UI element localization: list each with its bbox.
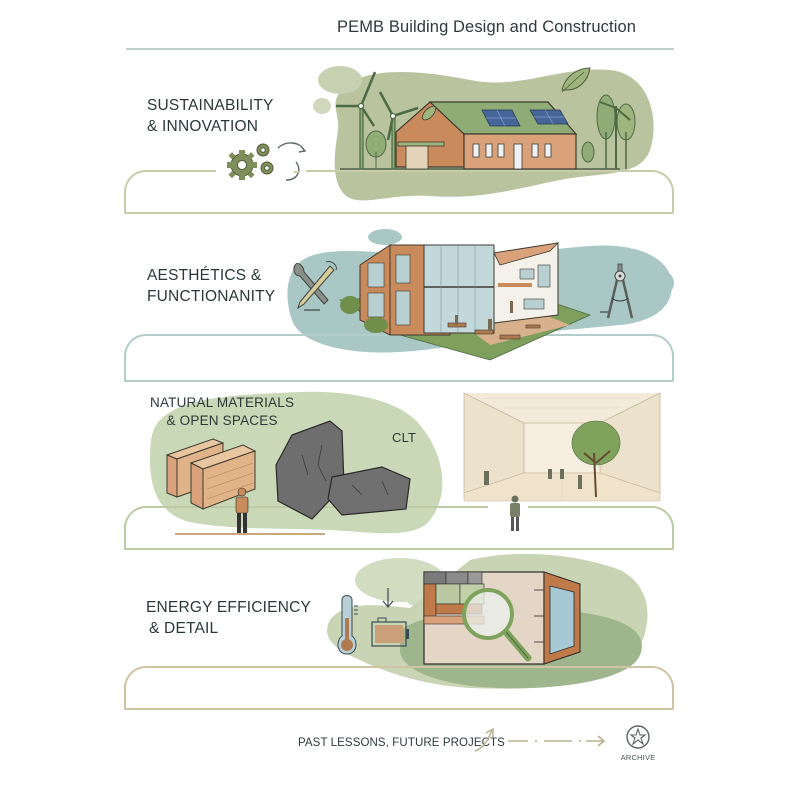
- cycle-arrow-icon: [277, 142, 307, 181]
- archive-button[interactable]: ARCHIVE: [618, 724, 658, 768]
- modern-building-illustration: [338, 242, 592, 361]
- timber-beam-icon: [165, 438, 257, 510]
- wall-section-illustration: [423, 571, 581, 665]
- person-icon: [510, 495, 520, 531]
- aesthetics-panel: [124, 354, 674, 382]
- leaf-icon: [561, 67, 591, 93]
- ground-line: [175, 533, 325, 535]
- magnifier-icon: [462, 588, 532, 662]
- energy-panel: [124, 684, 674, 710]
- clt-label: CLT: [392, 430, 417, 445]
- stone-block-icon: [275, 420, 411, 520]
- wrench-pencil-icon: [293, 261, 337, 311]
- wrench-icon: [293, 263, 329, 305]
- person-icon: [235, 487, 249, 533]
- thermometer-icon: [337, 595, 358, 655]
- title-divider: [126, 48, 674, 50]
- battery-icon: [371, 617, 409, 647]
- page-title: PEMB Building Design and Construction: [337, 18, 637, 36]
- archive-label: ARCHIVE: [620, 753, 656, 762]
- pencil-icon: [297, 265, 335, 310]
- archive-star-icon: [626, 725, 650, 749]
- dash-dot-arrow-icon: [508, 735, 606, 747]
- curved-arrow-icon: [474, 727, 494, 752]
- section-title-materials: NATURAL MATERIALS & OPEN SPACES: [150, 395, 295, 428]
- materials-panel: [124, 524, 674, 550]
- atrium-illustration: [463, 392, 661, 502]
- down-arrow-icon: [382, 588, 394, 608]
- sustainability-panel: [124, 190, 674, 214]
- section-title-energy: ENERGY EFFICIENCY & DETAIL: [146, 599, 312, 637]
- footer-caption: PAST LESSONS, FUTURE PROJECTS: [298, 737, 505, 749]
- eco-house-illustration: [336, 67, 636, 170]
- section-title-aesthetics: AESTHÉTICS & FUNCTIONANITY: [147, 267, 276, 305]
- gears-icon: [227, 143, 274, 180]
- wind-turbine-icon: [336, 71, 419, 170]
- section-title-sustainability: SUSTAINABILITY & INNOVATION: [147, 97, 274, 135]
- compass-icon: [600, 263, 634, 319]
